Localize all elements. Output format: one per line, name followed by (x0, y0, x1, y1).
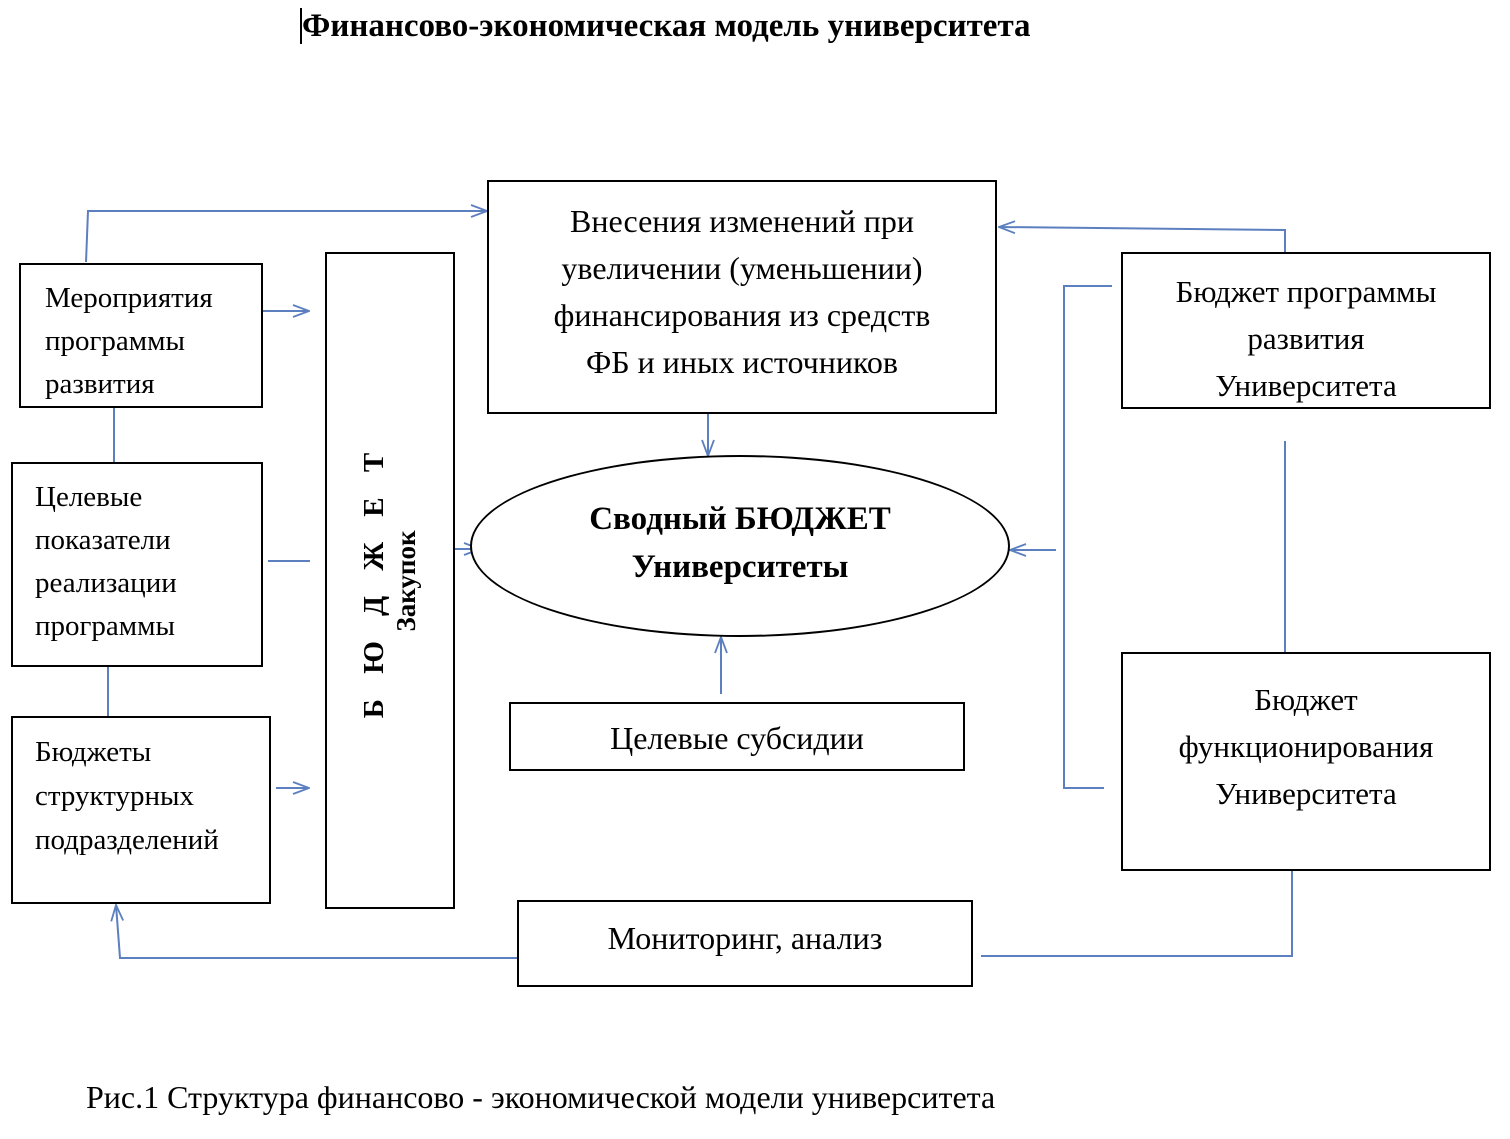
arrow-programmy-to-vneseniya (999, 227, 1286, 252)
box-line: Университета (1215, 368, 1397, 403)
zakupok-vertical-text: Б Ю Д Ж Е Т Закупок (358, 443, 422, 717)
page-title: Финансово-экономическая модель университ… (302, 8, 1031, 44)
box-line: финансирования из средств (553, 297, 931, 333)
box-line: Целевые (35, 481, 143, 513)
box-line: программы (35, 610, 175, 642)
box-line: показатели (35, 524, 171, 556)
box-byudzhet-funkcionirovaniya: Бюджет функционирования Университета (1121, 652, 1491, 871)
connector-right-bracket (1063, 285, 1112, 789)
box-vneseniya-izmeneniy: Внесения изменений при увеличении (умень… (487, 180, 997, 414)
figure-caption: Рис.1 Структура финансово - экономическо… (86, 1079, 996, 1115)
box-line: Мероприятия (45, 282, 213, 314)
box-byudzhety-podrazdeleniy: Бюджеты структурных подразделений (11, 716, 271, 904)
arrow-monitoring-to-byudzhety (116, 905, 517, 959)
box-line: развития (1247, 321, 1365, 356)
box-line: Бюджеты (35, 736, 152, 768)
box-line: подразделений (35, 824, 219, 856)
text-cursor (300, 8, 302, 44)
box-line: структурных (35, 780, 195, 812)
ellipse-line: Университеты (631, 549, 849, 585)
box-line: реализации (35, 567, 177, 599)
box-line: Мониторинг, анализ (607, 920, 883, 956)
box-line: Университета (1215, 776, 1397, 811)
box-celevye-subsidii: Целевые субсидии (509, 702, 965, 771)
ellipse-line: Сводный БЮДЖЕТ (589, 501, 891, 537)
box-line: Б Ю Д Ж Е Т (358, 443, 390, 718)
box-byudzhet-programmy-razvitiya: Бюджет программы развития Университета (1121, 252, 1491, 409)
box-line: Внесения изменений при (570, 203, 914, 239)
ellipse-svodny-byudzhet: Сводный БЮДЖЕТ Университеты (470, 455, 1010, 637)
box-line: функционирования (1178, 729, 1434, 764)
box-line: Целевые субсидии (610, 720, 864, 756)
box-line: Закупок (391, 529, 421, 632)
box-meropriyatiya-programmy: Мероприятия программы развития (19, 263, 263, 408)
connector-meropriyatiya-to-vneseniya (85, 211, 487, 263)
box-celevye-pokazateli: Целевые показатели реализации программы (11, 462, 263, 667)
box-line: ФБ и иных источников (586, 344, 898, 380)
box-line: развития (45, 368, 155, 400)
box-line: Бюджет (1254, 682, 1358, 717)
connector-funkcionirovaniya-to-monitoring (981, 871, 1293, 957)
box-line: Бюджет программы (1175, 274, 1437, 309)
box-line: увеличении (уменьшении) (561, 250, 923, 286)
box-byudzhet-zakupok: Б Ю Д Ж Е Т Закупок (325, 252, 455, 909)
box-monitoring-analiz: Мониторинг, анализ (517, 900, 973, 987)
box-line: программы (45, 325, 185, 357)
